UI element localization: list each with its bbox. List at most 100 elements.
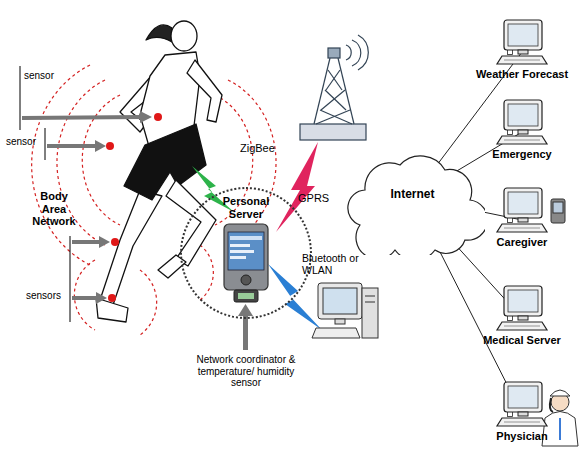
computer-icon-part — [508, 104, 538, 126]
desktop-pc-part — [312, 328, 360, 338]
network-coordinator-arrow-part — [243, 314, 248, 350]
computer-icon — [492, 18, 552, 66]
runner-figure-part — [146, 25, 172, 42]
pda-device-part — [230, 256, 246, 259]
computer-icon-part — [508, 24, 538, 46]
computer-icon — [492, 186, 552, 234]
radio-tower-part — [316, 110, 350, 124]
computer-icon-part — [497, 56, 547, 64]
annotation-label: sensor — [6, 136, 46, 148]
computer-icon-part — [518, 130, 528, 134]
annotation-label: sensor — [24, 70, 74, 82]
computer-node: Emergency — [466, 98, 578, 166]
desktop-pc-part — [365, 296, 375, 297]
pda-device-part — [230, 236, 262, 240]
sensor-arrows-part — [95, 140, 106, 152]
radio-tower — [300, 35, 368, 140]
caregiver-pda — [551, 199, 565, 223]
computer-node: Physician — [466, 380, 578, 448]
runner-figure-part — [171, 21, 197, 51]
pda-device-part — [238, 293, 254, 299]
sensor-dots-part — [106, 142, 114, 150]
annotation-label: GPRS — [298, 192, 338, 205]
sensor-arrows-part — [99, 236, 110, 248]
nurse-figure-part — [559, 418, 561, 440]
desktop-pc-part — [335, 319, 345, 324]
runner-figure-part — [187, 60, 222, 122]
desktop-pc-part — [365, 302, 375, 303]
computer-icon-part — [504, 140, 540, 141]
computer-label: Weather Forecast — [466, 68, 578, 81]
computer-icon-part — [518, 50, 528, 54]
annotation-label: Bluetooth or WLAN — [302, 252, 364, 276]
annotation-label: Body Area Network — [28, 190, 80, 228]
pda-device — [220, 222, 272, 304]
computer-icon-part — [504, 382, 542, 412]
sensor-arrows-part — [47, 144, 97, 148]
body-area-waves-part — [228, 80, 276, 245]
computer-icon-part — [504, 20, 542, 50]
sensor-dots-part — [111, 238, 119, 246]
computer-icon-part — [504, 422, 540, 423]
sensor-dots-part — [108, 294, 116, 302]
pda-device-part — [230, 244, 250, 247]
computer-icon-part — [504, 228, 540, 229]
annotation-label: Network coordinator & temperature/ humid… — [182, 354, 310, 389]
computer-node: Medical Server — [466, 284, 578, 352]
radio-tower-part — [346, 45, 351, 60]
internet-cloud: Internet — [340, 140, 485, 255]
computer-icon-part — [497, 322, 547, 330]
computer-icon-part — [518, 412, 528, 416]
radio-tower-part — [328, 48, 340, 58]
network-coordinator-arrow — [238, 304, 253, 350]
desktop-pc-part — [323, 288, 357, 314]
body-area-waves-part — [82, 95, 120, 225]
desktop-pc-part — [362, 288, 378, 338]
personal-server: Personal Server — [180, 187, 312, 319]
computer-icon-part — [504, 188, 542, 218]
desktop-pc — [312, 283, 378, 338]
radio-tower-part — [328, 70, 342, 90]
annotation-label: sensors — [26, 290, 70, 302]
body-area-waves-part — [74, 260, 95, 330]
runner-figure — [96, 21, 222, 322]
cloud-shape-part — [348, 156, 485, 255]
gprs-bolt-part — [276, 142, 318, 232]
radio-tower-part — [325, 90, 346, 110]
gprs-bolt — [276, 142, 318, 232]
computer-icon-part — [518, 218, 528, 222]
radio-tower-part — [320, 110, 352, 124]
runner-figure-part — [124, 124, 206, 200]
runner-figure-part — [100, 190, 162, 305]
radio-tower-part — [300, 124, 366, 140]
computer-icon-part — [504, 326, 540, 327]
sensor-arrows-part — [140, 111, 152, 123]
radio-tower-part — [326, 70, 340, 90]
sensor-arrows-part — [72, 240, 100, 244]
pda-device-part — [230, 250, 254, 253]
body-area-waves-part — [32, 65, 90, 265]
computer-node: Weather Forecast — [466, 18, 578, 86]
nurse-figure-part — [550, 398, 553, 412]
computer-icon — [492, 98, 552, 146]
computer-label: Physician — [466, 430, 578, 443]
computer-label: Caregiver — [466, 236, 578, 249]
sensor-arrows-part — [72, 296, 97, 300]
computer-label: Emergency — [466, 148, 578, 161]
body-area-waves-part — [200, 245, 213, 300]
sensor-leaders-part — [70, 236, 71, 322]
computer-icon — [492, 284, 552, 332]
sensor-leaders-part — [20, 66, 21, 130]
sensor-dots — [106, 113, 162, 302]
computer-icon-part — [497, 224, 547, 232]
pda-device-part — [241, 275, 251, 285]
radio-tower-part — [358, 35, 368, 70]
network-coordinator-arrow-part — [238, 304, 253, 316]
sensor-dots-part — [154, 113, 162, 121]
computer-icon-part — [504, 286, 542, 316]
radio-tower-part — [321, 90, 345, 110]
pda-device-part — [224, 224, 268, 290]
computer-node: Caregiver — [466, 186, 578, 254]
sensor-arrows-part — [22, 117, 142, 118]
